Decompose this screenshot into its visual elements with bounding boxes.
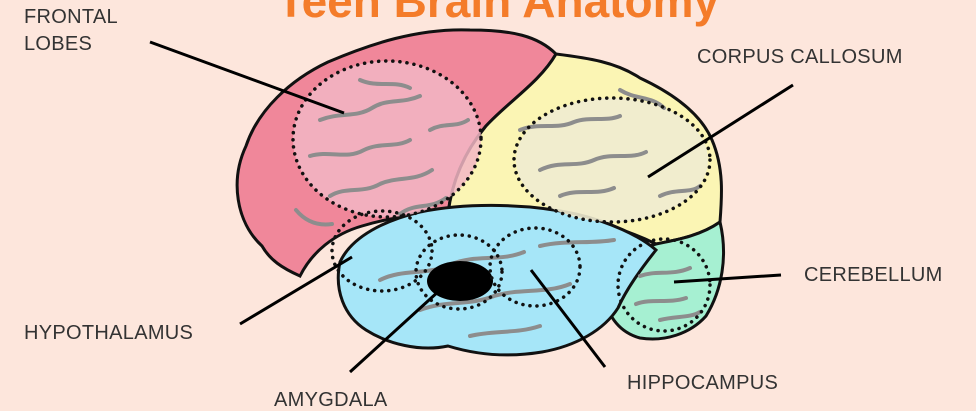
frontal-label-line2: LOBES xyxy=(24,31,144,58)
hippocampus-label: HIPPOCAMPUS xyxy=(627,370,778,397)
hypothalamus-label: HYPOTHALAMUS xyxy=(24,320,193,347)
frontal-label-line1: FRONTAL xyxy=(24,4,144,31)
cerebellum-label: CEREBELLUM xyxy=(804,262,943,289)
corpus-callosum-label: CORPUS CALLOSUM xyxy=(697,44,903,71)
frontal-lobes-label: FRONTAL LOBES xyxy=(24,4,144,58)
amygdala-shape xyxy=(427,261,493,301)
amygdala-label: AMYGDALA xyxy=(274,387,388,411)
